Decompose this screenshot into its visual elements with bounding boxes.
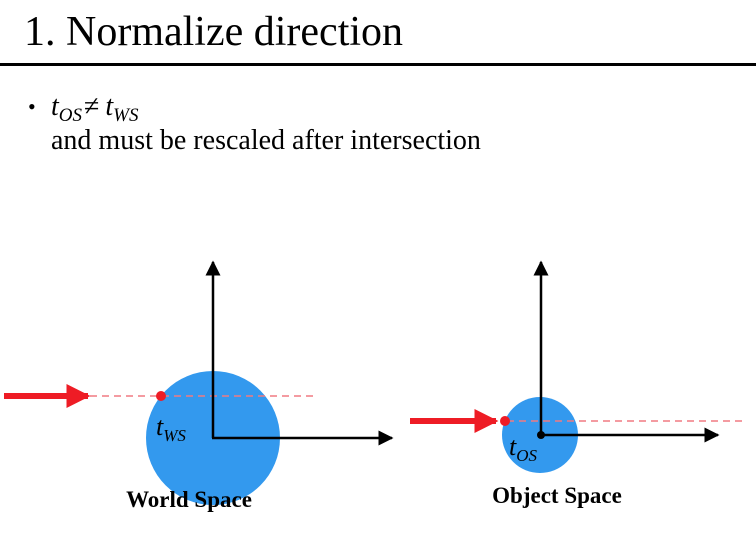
ws-subscript: WS <box>113 105 139 126</box>
t-inequality: tOS≠tWS <box>51 91 139 126</box>
bullet-line-2: and must be rescaled after intersection <box>51 125 481 156</box>
os-subscript: OS <box>58 105 83 126</box>
slide-title: 1. Normalize direction <box>24 9 404 55</box>
object-space-diagram: tOS Object Space <box>410 260 742 508</box>
not-equal-sign: ≠ <box>84 91 100 122</box>
world-t-label: tWS <box>156 412 186 445</box>
bullet-line-1: • tOS≠tWS <box>28 90 481 126</box>
world-space-caption: World Space <box>126 487 252 512</box>
object-t-label: tOS <box>509 432 538 465</box>
bullet-block: • tOS≠tWS and must be rescaled after int… <box>28 90 481 158</box>
object-space-caption: Object Space <box>492 483 622 508</box>
title-rule <box>0 63 756 66</box>
object-intersection-point <box>500 416 510 426</box>
bullet-marker: • <box>28 94 36 119</box>
object-origin-point <box>537 431 545 439</box>
world-space-diagram: tWS World Space <box>4 260 394 512</box>
world-intersection-point <box>156 391 166 401</box>
